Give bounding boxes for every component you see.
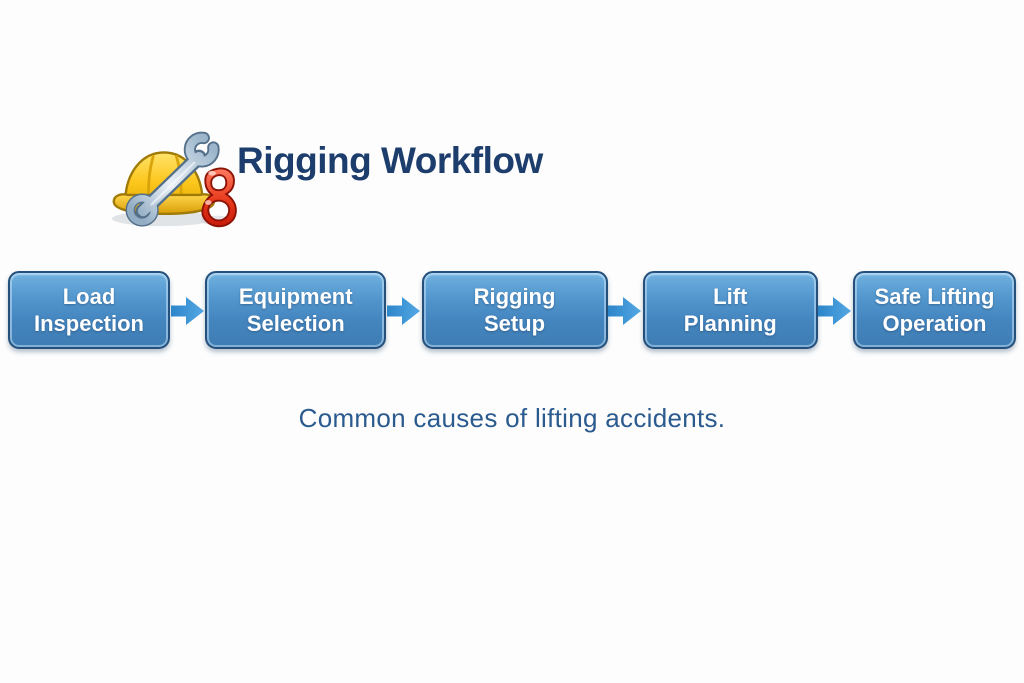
step-label-line2: Operation <box>882 311 987 336</box>
step-label-line1: Safe Lifting <box>874 284 995 309</box>
step-label-line2: Inspection <box>33 311 144 336</box>
caption-text: Common causes of lifting accidents. <box>298 403 726 433</box>
step-label-line2: Setup <box>483 311 546 336</box>
flow-step-rigging-setup: Rigging Setup <box>421 271 608 349</box>
hardhat-wrench-shackle-icon <box>111 131 237 228</box>
step-label-line2: Planning <box>683 311 777 336</box>
step-label-line1: Equipment <box>238 284 353 309</box>
flow-arrow-icon <box>170 297 204 325</box>
page-title: Rigging Workflow <box>237 140 543 181</box>
flow-step-lift-planning: Lift Planning <box>642 271 818 349</box>
flow-step-equipment-selection: Equipment Selection <box>205 271 387 349</box>
workflow-steps: Load Inspection Equipment Selection Rigg… <box>8 271 1016 351</box>
flow-arrow-icon <box>608 297 642 325</box>
step-label-line1: Lift <box>713 284 748 309</box>
flow-arrow-icon <box>386 297 420 325</box>
step-label-line2: Selection <box>246 311 345 336</box>
flow-step-load-inspection: Load Inspection <box>8 271 170 349</box>
step-label-line1: Rigging <box>473 284 556 309</box>
step-label-line1: Load <box>62 284 116 309</box>
flow-step-safe-lifting-operation: Safe Lifting Operation <box>853 271 1016 349</box>
flow-arrow-icon <box>818 297 852 325</box>
